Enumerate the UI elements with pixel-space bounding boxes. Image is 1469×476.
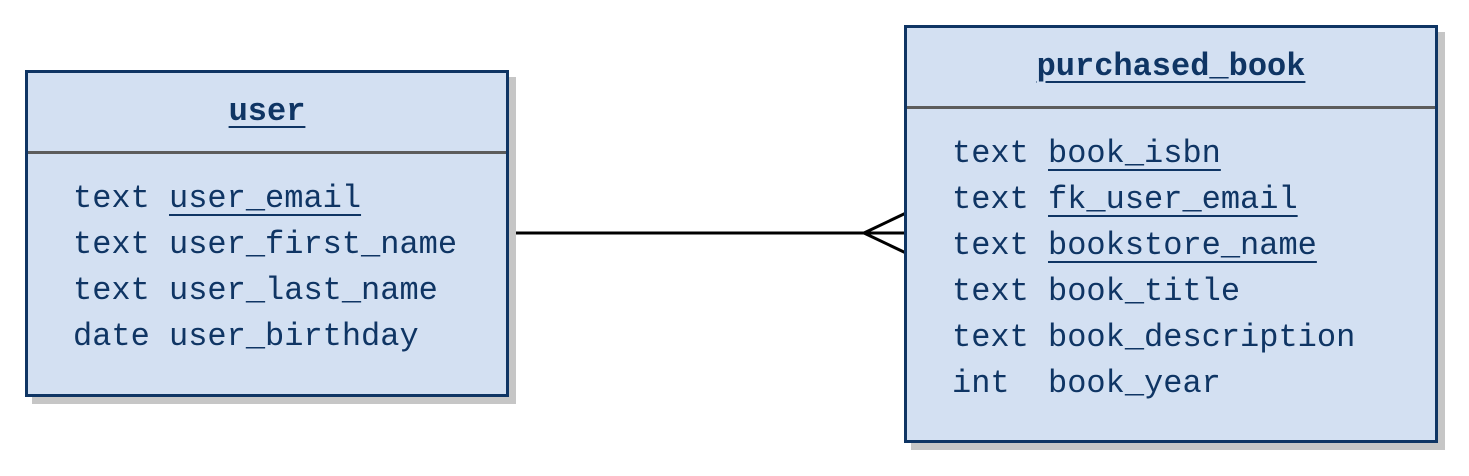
attribute-type: text [952, 273, 1029, 310]
attribute-row: text fk_user_email [952, 177, 1435, 223]
attribute-name: book_title [1048, 273, 1241, 310]
attribute-type: text [73, 226, 150, 263]
attribute-row: text bookstore_name [952, 223, 1435, 269]
attribute-type: text [952, 227, 1029, 264]
attribute-row: text book_description [952, 315, 1435, 361]
entity-title: purchased_book [1036, 48, 1306, 85]
entity-divider [907, 106, 1435, 109]
attribute-type: text [952, 181, 1029, 218]
attribute-type: text [73, 180, 150, 217]
attribute-row: text user_first_name [73, 222, 506, 268]
attribute-row: date user_birthday [73, 314, 506, 360]
attribute-type: text [73, 272, 150, 309]
entity-divider [28, 151, 506, 154]
crows-foot-many-icon [863, 211, 907, 255]
entity-title: user [228, 93, 306, 130]
key-attribute-name: book_isbn [1048, 135, 1221, 172]
key-attribute-name: bookstore_name [1048, 227, 1317, 264]
attribute-type: date [73, 318, 150, 355]
attribute-type: text [952, 319, 1029, 356]
attribute-type: int [952, 365, 1010, 402]
key-attribute-name: user_email [169, 180, 362, 217]
attribute-name: user_last_name [169, 272, 438, 309]
attribute-row: text book_isbn [952, 131, 1435, 177]
attribute-type: text [952, 135, 1029, 172]
attribute-name: book_year [1048, 365, 1221, 402]
key-attribute-name: fk_user_email [1048, 181, 1298, 218]
attribute-row: int book_year [952, 361, 1435, 407]
attribute-name: book_description [1048, 319, 1356, 356]
attribute-name: user_birthday [169, 318, 419, 355]
attribute-row: text user_email [73, 176, 506, 222]
attribute-row: text book_title [952, 269, 1435, 315]
attribute-row: text user_last_name [73, 268, 506, 314]
attribute-name: user_first_name [169, 226, 458, 263]
